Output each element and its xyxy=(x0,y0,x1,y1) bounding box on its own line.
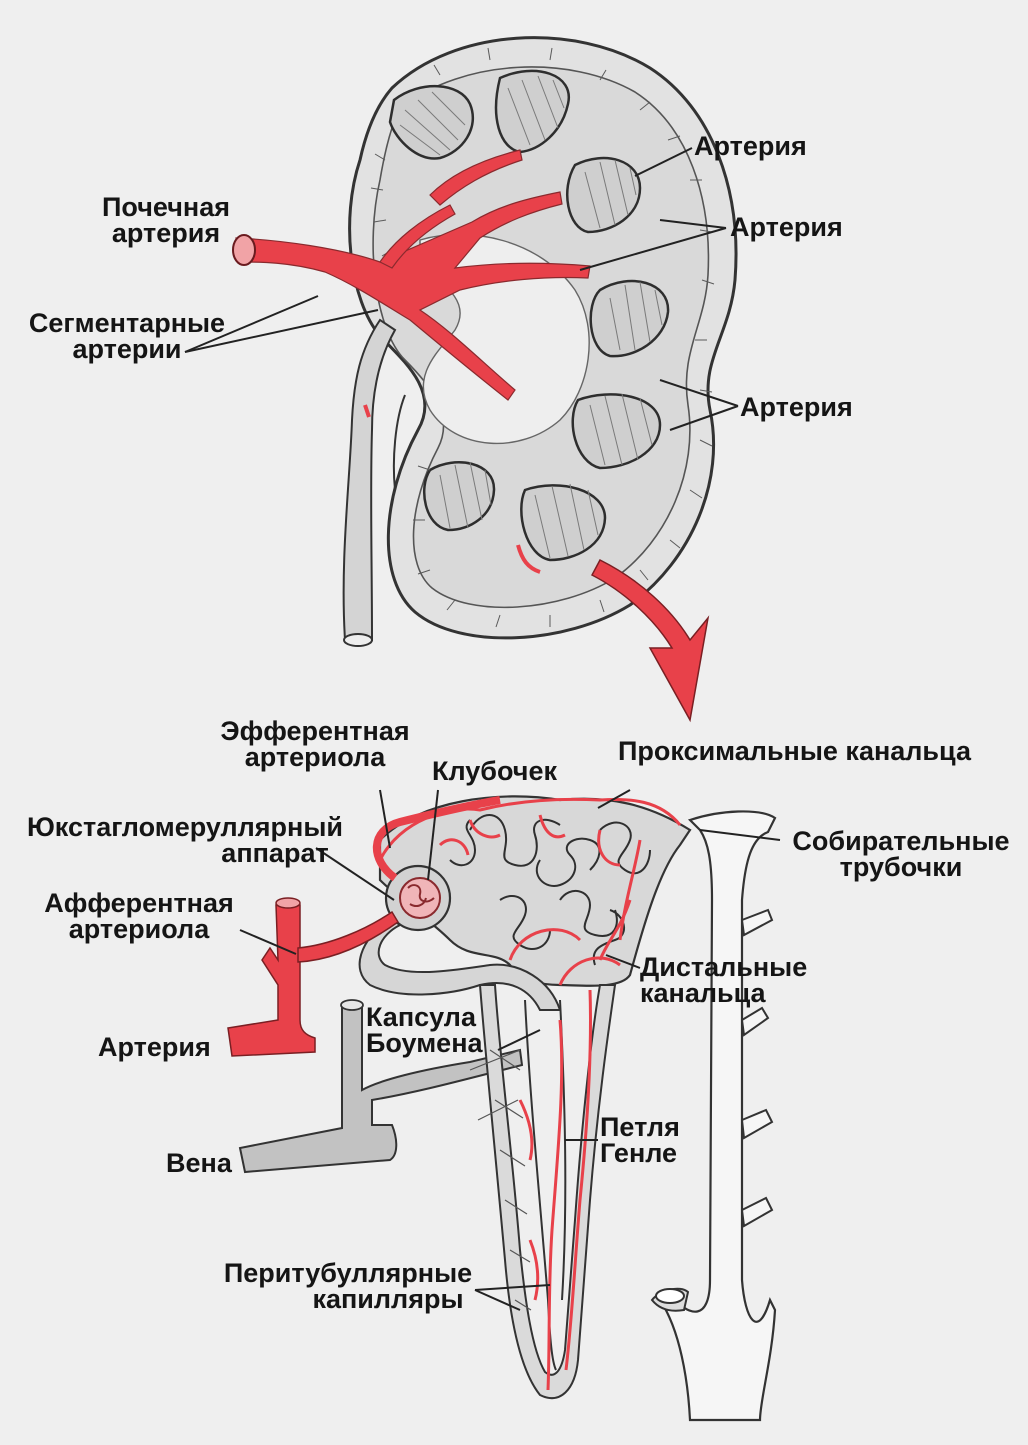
label-proximal-tubules: Проксимальные канальца xyxy=(618,738,971,764)
label-collecting-ducts: Собирательные трубочки xyxy=(778,828,1024,880)
label-artery-bottom: Артерия xyxy=(98,1034,211,1060)
label-artery-lower: Артерия xyxy=(740,394,853,420)
label-bowman-capsule: Капсула Боумена xyxy=(366,1004,483,1056)
nephron xyxy=(228,796,775,1420)
ureter-end xyxy=(344,634,372,646)
label-renal-artery: Почечная артерия xyxy=(88,194,244,246)
label-distal-tubules: Дистальные канальца xyxy=(640,954,807,1006)
ureter xyxy=(344,320,395,640)
label-afferent-arteriole: Афферентная артериола xyxy=(28,890,250,942)
label-segmental-arteries: Сегментарные артерии xyxy=(12,310,242,362)
loop-of-henle xyxy=(480,985,615,1398)
kidney xyxy=(233,38,736,646)
label-vein: Вена xyxy=(166,1150,232,1176)
label-juxtaglomerular: Юкстагломеруллярный аппарат xyxy=(10,814,360,866)
label-glomerulus: Клубочек xyxy=(432,758,557,784)
label-loop-henle: Петля Генле xyxy=(600,1114,680,1166)
label-efferent-arteriole: Эфферентная артериола xyxy=(200,718,430,770)
label-peritubular: Перитубуллярные капилляры xyxy=(206,1260,490,1312)
label-artery-mid: Артерия xyxy=(730,214,843,240)
label-artery-top: Артерия xyxy=(694,133,807,159)
